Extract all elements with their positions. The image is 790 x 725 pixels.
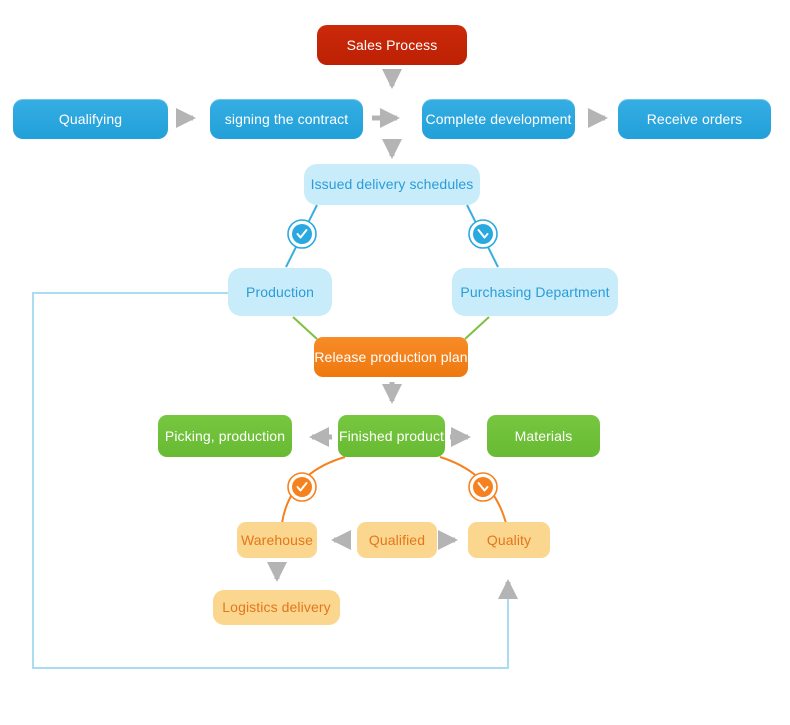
node-receive-orders: Receive orders: [618, 99, 771, 139]
node-issued-delivery-schedules: Issued delivery schedules: [304, 164, 480, 205]
node-complete-development: Complete development: [422, 99, 575, 139]
clock-icon-orange-left: [287, 472, 317, 502]
node-qualified: Qualified: [357, 522, 437, 558]
node-purchasing-department: Purchasing Department: [452, 268, 618, 316]
clock-icon-orange-right: [468, 472, 498, 502]
clock-icon-blue-right: [468, 219, 498, 249]
clock-icon-blue-left: [287, 219, 317, 249]
node-quality: Quality: [468, 522, 550, 558]
node-finished-product: Finished product: [338, 415, 445, 457]
node-production: Production: [228, 268, 332, 316]
connector-purchasing-release: [464, 316, 490, 340]
node-picking-production: Picking, production: [158, 415, 292, 457]
node-materials: Materials: [487, 415, 600, 457]
connector-production-release: [292, 316, 318, 340]
node-warehouse: Warehouse: [237, 522, 317, 558]
node-qualifying: Qualifying: [13, 99, 168, 139]
node-sales-process: Sales Process: [317, 25, 467, 65]
node-release-production-plan: Release production plan: [314, 337, 468, 377]
node-logistics-delivery: Logistics delivery: [213, 590, 340, 625]
connector-feedback-loop: [32, 292, 509, 669]
node-signing-contract: signing the contract: [210, 99, 363, 139]
